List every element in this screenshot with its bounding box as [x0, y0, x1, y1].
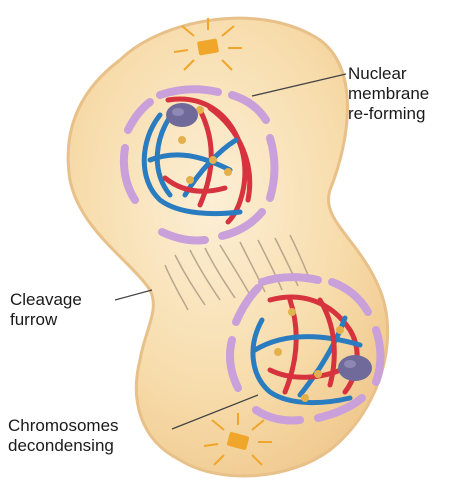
nuclear-membrane-label: Nuclear membrane re-forming	[348, 64, 456, 124]
nucleolus-icon	[338, 355, 372, 381]
nucleolus-icon	[166, 103, 198, 127]
cleavage-furrow-label: Cleavage furrow	[10, 290, 120, 330]
chromosomes-label: Chromosomes decondensing	[8, 416, 178, 456]
